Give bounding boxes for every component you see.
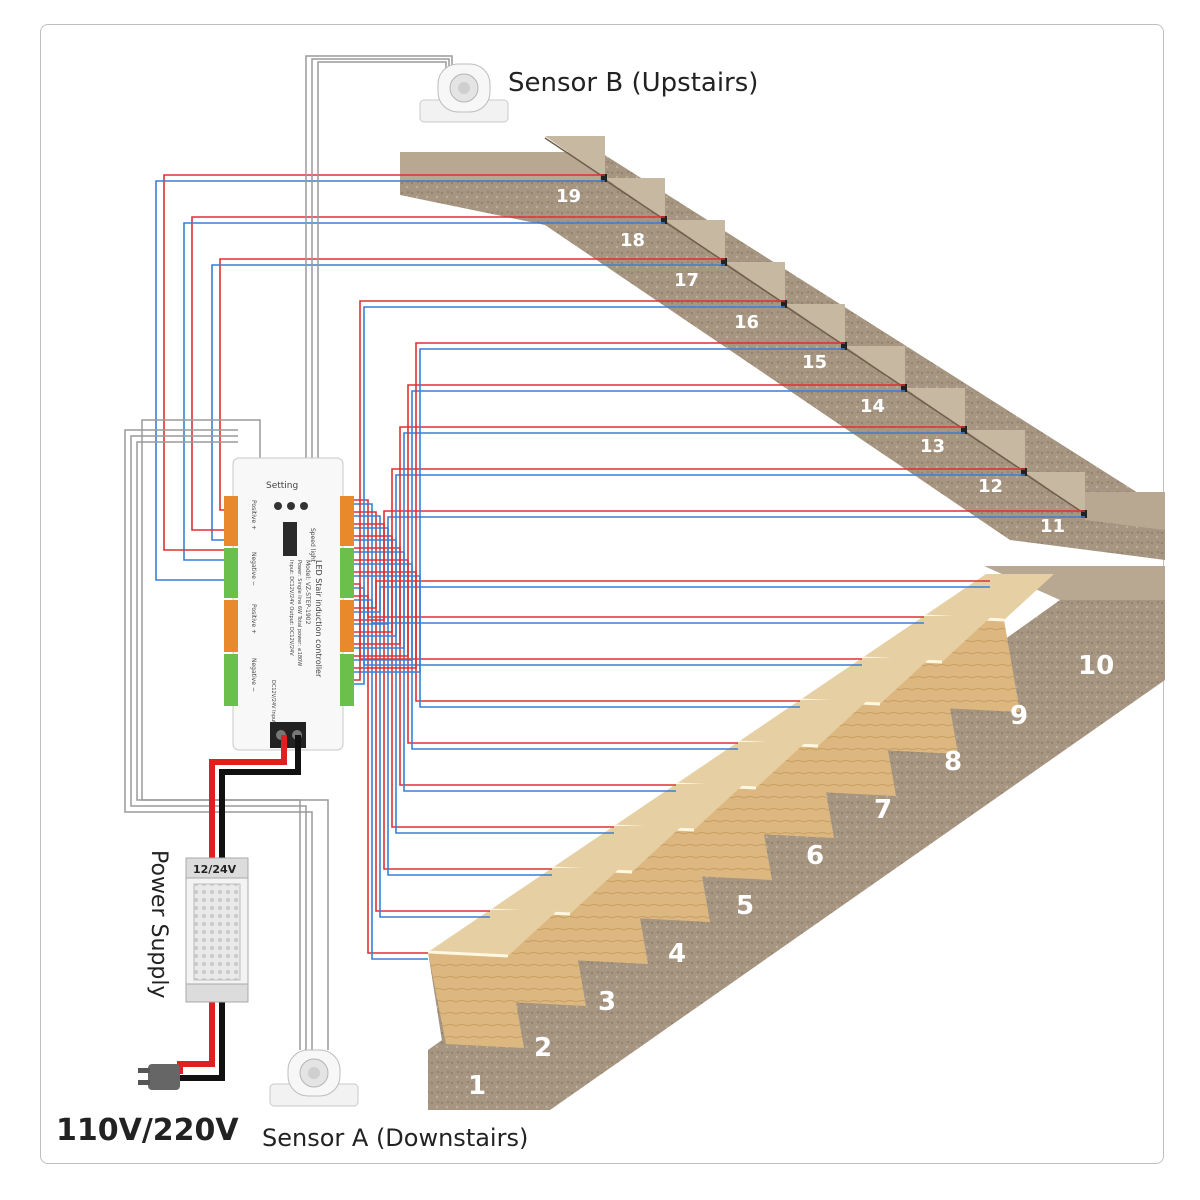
step-number-18: 18 <box>620 230 645 251</box>
step-number-15: 15 <box>802 352 827 373</box>
controller-board: Setting Speed light Positive + Negative … <box>224 457 354 751</box>
upper-step <box>964 430 1027 476</box>
upper-flight-stringer <box>400 152 1165 560</box>
sensor-a-label: Sensor A (Downstairs) <box>262 1124 528 1152</box>
step-number-5: 5 <box>736 891 754 921</box>
step-number-6: 6 <box>806 841 824 871</box>
step-number-9: 9 <box>1010 701 1028 731</box>
step-number-16: 16 <box>734 312 759 333</box>
controller-model: Model: VZ-STEP-1902 <box>304 560 311 625</box>
step-wire-pair <box>155 174 605 581</box>
step-wire-pair <box>354 535 614 834</box>
step-wire-pair <box>354 426 965 649</box>
step-number-3: 3 <box>598 987 616 1017</box>
step-wire-pair <box>354 342 845 673</box>
step-number-1: 1 <box>468 1071 486 1101</box>
step-number-12: 12 <box>978 476 1003 497</box>
controller-positive-b: Positive + <box>250 604 257 634</box>
staircase <box>400 136 1165 1110</box>
psu-voltage-label: 12/24V <box>193 863 237 876</box>
mains-voltage-label: 110V/220V <box>56 1113 239 1148</box>
upper-step <box>604 178 667 224</box>
step-wire-pair <box>354 571 800 708</box>
power-supply-label: Power Supply <box>146 850 171 998</box>
upper-step <box>784 304 847 350</box>
step-number-11: 11 <box>1040 516 1065 537</box>
sensor-a <box>269 1049 359 1107</box>
controller-setting-text: Setting <box>266 481 298 491</box>
wiring <box>124 55 1085 1050</box>
step-wire-pair <box>354 547 676 792</box>
upper-step <box>1024 472 1087 518</box>
upper-step <box>724 262 787 308</box>
mid-landing-top <box>1085 492 1165 530</box>
step-number-2: 2 <box>534 1033 552 1063</box>
step-wire-pair <box>354 384 905 661</box>
step-wire-pair <box>211 258 725 541</box>
upper-step <box>544 136 607 182</box>
step-wire-pair <box>354 583 862 666</box>
upper-step <box>904 388 967 434</box>
lower-step <box>427 910 558 1092</box>
controller-title: LED Stair induction controller <box>314 560 323 678</box>
step-number-14: 14 <box>860 396 885 417</box>
step-number-10: 10 <box>1078 651 1114 681</box>
step-number-17: 17 <box>674 270 699 291</box>
controller-positive-a: Positive + <box>250 500 257 530</box>
upper-landing <box>400 152 600 180</box>
step-number-7: 7 <box>874 795 892 825</box>
controller-negative-a: Negative − <box>250 552 257 586</box>
step-wire-pair <box>354 300 785 685</box>
controller-input: Input: DC12V/24V Output: DC12V/24V <box>288 560 294 656</box>
plug-icon <box>138 1064 180 1090</box>
controller-negative-b: Negative − <box>250 658 257 692</box>
step-number-19: 19 <box>556 186 581 207</box>
landing-front <box>1060 600 1165 680</box>
step-wire-pair <box>354 523 552 876</box>
step-wire-pair <box>183 216 665 561</box>
controller-dc-in: DC12V/24V Input <box>270 680 276 723</box>
step-wire-pair <box>354 499 428 960</box>
step-wire-pair <box>354 580 990 613</box>
step-wire-pair <box>354 510 1085 625</box>
sensor-b <box>419 63 509 123</box>
upper-step <box>664 220 727 266</box>
upper-step <box>844 346 907 392</box>
sensor-wires <box>124 55 453 1050</box>
step-wire-pair <box>354 511 490 918</box>
step-number-8: 8 <box>944 747 962 777</box>
controller-power: Power: Single line 6W Total power: ≤180W <box>296 560 302 666</box>
step-number-13: 13 <box>920 436 945 457</box>
sensor-b-label: Sensor B (Upstairs) <box>508 68 758 98</box>
step-number-4: 4 <box>668 939 686 969</box>
power-supply-unit: 12/24V <box>185 857 249 1003</box>
step-wire-pair <box>354 595 924 624</box>
step-wire-pair <box>354 468 1025 637</box>
controller-speed-text: Speed light <box>309 528 316 563</box>
